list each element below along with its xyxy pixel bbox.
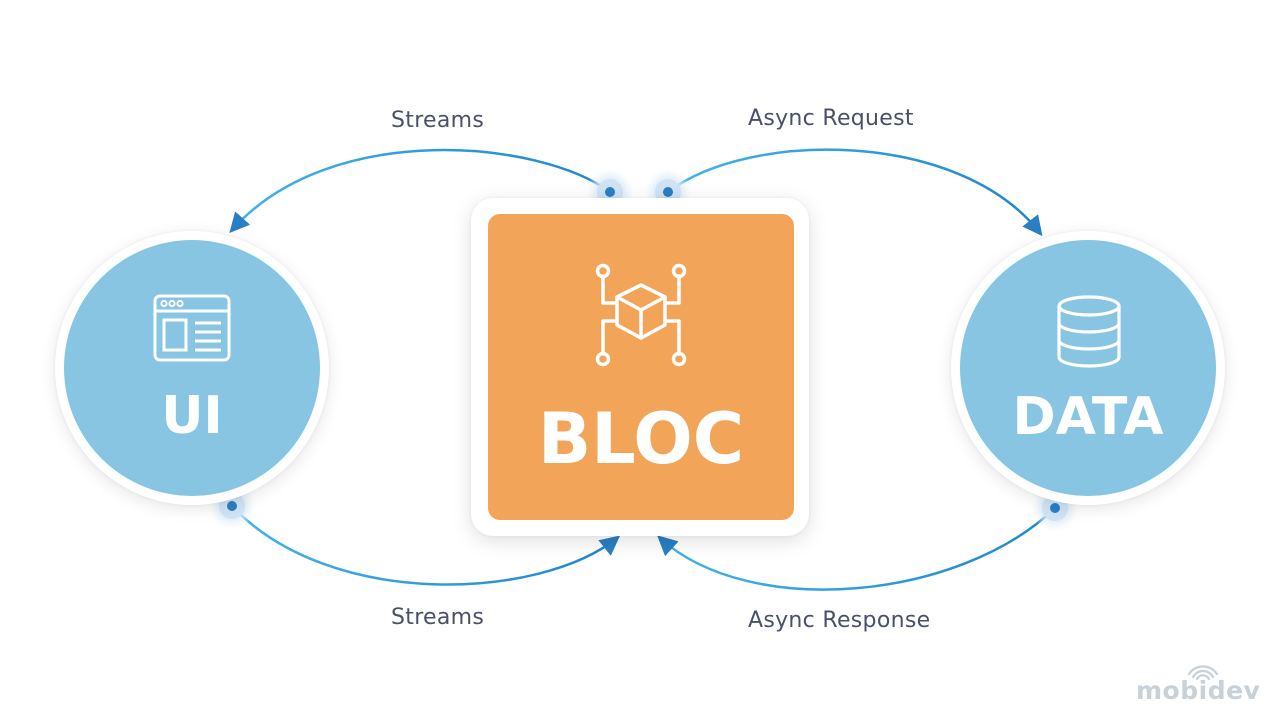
data-node-title: DATA (1012, 387, 1164, 447)
ui-node-title: UI (161, 386, 223, 446)
edge-label-data-to-bloc: Async Response (748, 608, 931, 633)
browser-window-icon (153, 294, 231, 362)
edge-data-to-bloc (657, 507, 1056, 591)
ui-node-disc: UI (64, 240, 320, 496)
edge-bloc-to-ui (229, 148, 611, 233)
wifi-signal-icon (1188, 665, 1218, 680)
ui-node[interactable]: UI (55, 231, 329, 505)
bloc-node-title: BLOC (537, 398, 745, 480)
bloc-node-panel: BLOC (488, 214, 794, 520)
bloc-node[interactable]: BLOC (471, 198, 809, 536)
data-node-disc: DATA (960, 240, 1216, 496)
cube-circuit-icon (595, 263, 687, 367)
edge-label-bloc-to-ui: Streams (391, 108, 485, 133)
edge-bloc-to-data (667, 148, 1043, 237)
brand-logo: mobidev (1136, 676, 1261, 705)
data-node[interactable]: DATA (951, 231, 1225, 505)
database-icon (1057, 295, 1121, 368)
edge-label-bloc-to-data: Async Request (748, 106, 914, 131)
edge-ui-to-bloc (231, 505, 621, 586)
edge-label-ui-to-bloc: Streams (391, 605, 485, 630)
